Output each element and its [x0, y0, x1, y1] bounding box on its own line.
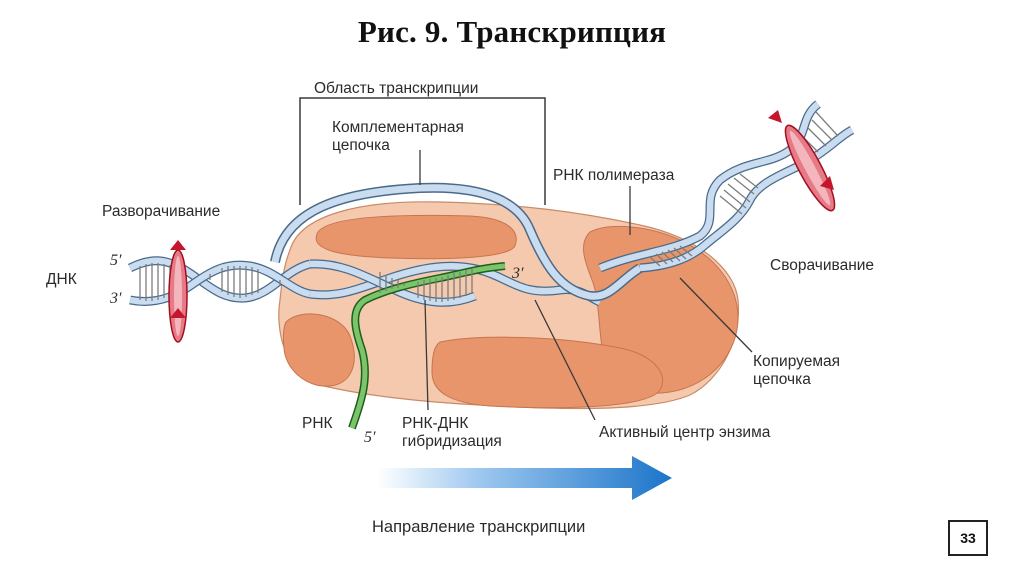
page-number: 33: [948, 520, 988, 556]
dna-label: ДНК: [46, 271, 77, 288]
rna-polymerase-body: [278, 201, 740, 410]
leader-lines: [419, 150, 753, 421]
unwinding-label: Разворачивание: [102, 203, 220, 220]
complementary-label-2: цепочка: [332, 137, 390, 154]
complementary-label-1: Комплементарная: [332, 119, 464, 136]
three-prime-rna-label: 3′: [511, 265, 524, 282]
dna-helix-left: [127, 256, 312, 306]
rna-strand: [348, 262, 506, 430]
hybrid-label-1: РНК-ДНК: [402, 415, 468, 432]
complementary-strand: [270, 182, 643, 302]
template-label-1: Копируемая: [753, 353, 840, 370]
transcription-region-bracket: [299, 97, 546, 205]
region-label: Область транскрипции: [314, 80, 478, 97]
transcription-direction-arrow: [378, 456, 672, 500]
active-site-label: Активный центр энзима: [599, 424, 771, 441]
rna-label: РНК: [302, 415, 333, 432]
rewinding-rotation-arrow: [768, 110, 836, 212]
slide-title: Рис. 9. Транскрипция: [357, 14, 667, 49]
template-label-2: цепочка: [753, 371, 811, 388]
unwinding-rotation-arrow: [168, 240, 188, 343]
three-prime-left-label: 3′: [109, 290, 122, 307]
direction-label: Направление транскрипции: [372, 518, 585, 536]
polymerase-label: РНК полимераза: [553, 167, 675, 184]
hybrid-label-2: гибридизация: [402, 433, 502, 450]
five-prime-left-label: 5′: [110, 252, 122, 269]
rewinding-label: Сворачивание: [770, 257, 874, 274]
five-prime-rna-label: 5′: [364, 429, 376, 446]
